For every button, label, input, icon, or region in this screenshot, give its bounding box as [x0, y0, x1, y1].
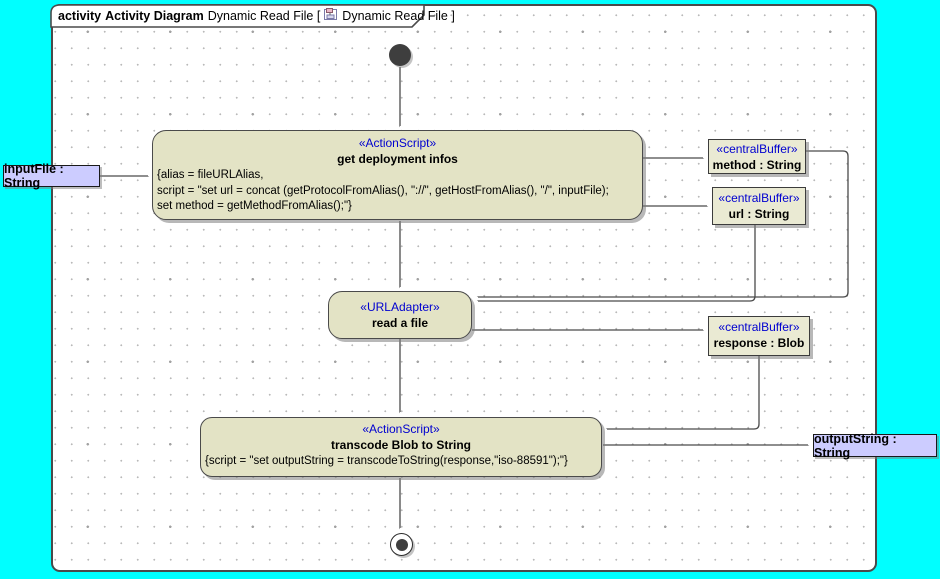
stereotype-label: «URLAdapter» — [360, 300, 440, 314]
stereotype-label: «ActionScript» — [358, 136, 437, 150]
action-body: {alias = fileURLAlias, script = "set url… — [153, 167, 642, 215]
action-name: get deployment infos — [337, 152, 458, 166]
parameter-inputfile[interactable]: inputFile : String — [3, 162, 100, 190]
diagram-kind-label: activity — [58, 8, 102, 23]
body-line: {script = "set outputString = transcodeT… — [205, 455, 568, 467]
edge-response-to-transcode[interactable] — [607, 356, 760, 430]
diagram-context: Dynamic Read File [ — [207, 8, 321, 23]
action-read-a-file[interactable]: «URLAdapter» read a file — [328, 291, 472, 339]
activity-final-node[interactable] — [390, 533, 413, 556]
action-transcode-blob-to-string[interactable]: «ActionScript» transcode Blob to String … — [200, 417, 602, 477]
body-line: set method = getMethodFromAlias();"} — [157, 200, 352, 212]
diagram-title: Activity Diagram — [105, 8, 204, 23]
diagram-ref: Dynamic Read File ] — [342, 8, 455, 23]
buffer-name: url : String — [728, 207, 790, 221]
action-name: transcode Blob to String — [330, 438, 471, 452]
edge-method-to-read-a-file[interactable] — [478, 150, 849, 298]
activity-diagram-icon — [324, 7, 338, 24]
action-get-deployment-infos[interactable]: «ActionScript» get deployment infos {ali… — [152, 130, 643, 220]
action-body: {script = "set outputString = transcodeT… — [201, 453, 601, 470]
action-name: read a file — [371, 316, 429, 330]
parameter-label: inputFile : String — [4, 162, 64, 190]
buffer-url[interactable]: «centralBuffer» url : String — [712, 187, 806, 225]
buffer-response[interactable]: «centralBuffer» response : Blob — [708, 316, 810, 356]
stereotype-label: «ActionScript» — [362, 422, 440, 436]
parameter-label: outputString : String — [814, 431, 897, 460]
initial-node[interactable] — [389, 44, 411, 66]
diagram-header[interactable]: activity Activity Diagram Dynamic Read F… — [58, 7, 455, 24]
body-line: script = "set url = concat (getProtocolF… — [157, 184, 609, 197]
final-node-dot — [395, 538, 408, 551]
stereotype-label: «centralBuffer» — [716, 142, 798, 156]
stereotype-label: «centralBuffer» — [718, 320, 800, 334]
body-line: {alias = fileURLAlias, — [157, 169, 264, 181]
buffer-name: method : String — [712, 158, 802, 172]
buffer-method[interactable]: «centralBuffer» method : String — [708, 139, 806, 174]
activity-diagram-frame[interactable] — [51, 4, 877, 572]
stereotype-label: «centralBuffer» — [718, 191, 800, 205]
parameter-outputstring[interactable]: outputString : String — [813, 431, 937, 460]
edge-url-to-read-a-file[interactable] — [478, 225, 756, 302]
buffer-name: response : Blob — [713, 336, 805, 350]
